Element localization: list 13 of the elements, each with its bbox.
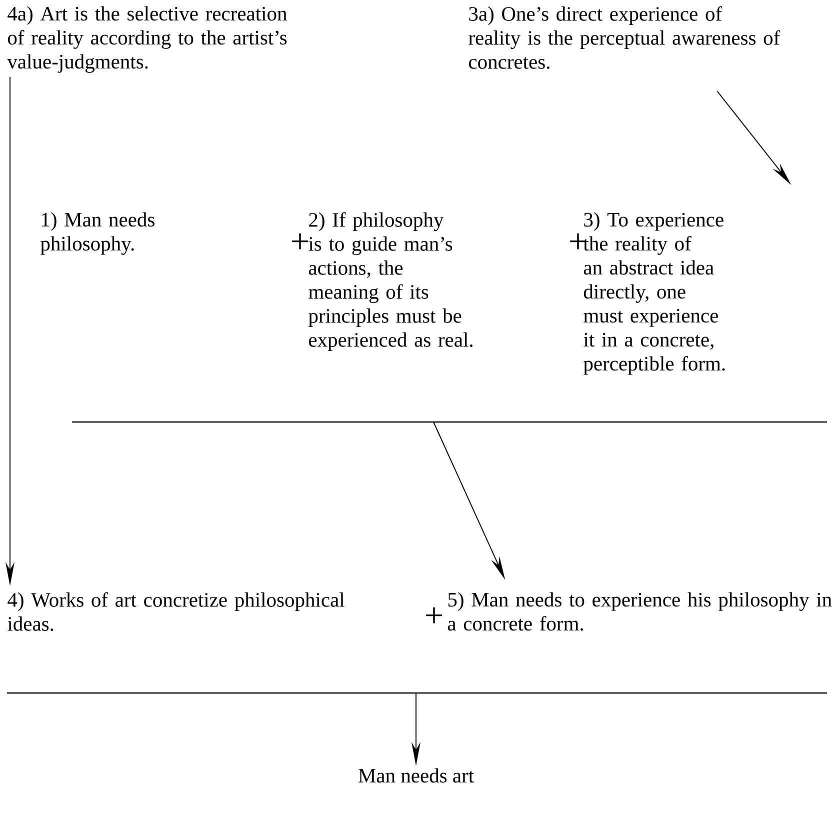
statement-text: 1) Man needs philosophy. <box>40 212 154 255</box>
inference-line <box>72 421 827 423</box>
statement-text: 3) To experience the reality of an abstract idea directly, one must experience it in a concrete, perceptible form. <box>583 212 725 375</box>
statement-text: 4) Works of art concretize philosophical ideas. <box>8 592 344 631</box>
plus-sign: + <box>292 233 308 250</box>
inference-line <box>7 692 827 694</box>
plus-sign: + <box>570 233 586 250</box>
statement-text: 5) Man needs to experience his philosophy in a concrete form. <box>448 592 832 631</box>
plus-sign: + <box>426 607 442 624</box>
statement-text: Man needs art <box>358 768 474 783</box>
statement-text: 3a) One’s direct experience of reality is the perceptual awareness of concretes. <box>468 6 780 69</box>
statement-text: 4a) Art is the selective recreation of reality according to the artist’s value-judgments. <box>7 6 287 73</box>
statement-text: 2) If philosophy is to guide man’s actions, the meaning of its principles must be experienced as real. <box>308 212 472 351</box>
